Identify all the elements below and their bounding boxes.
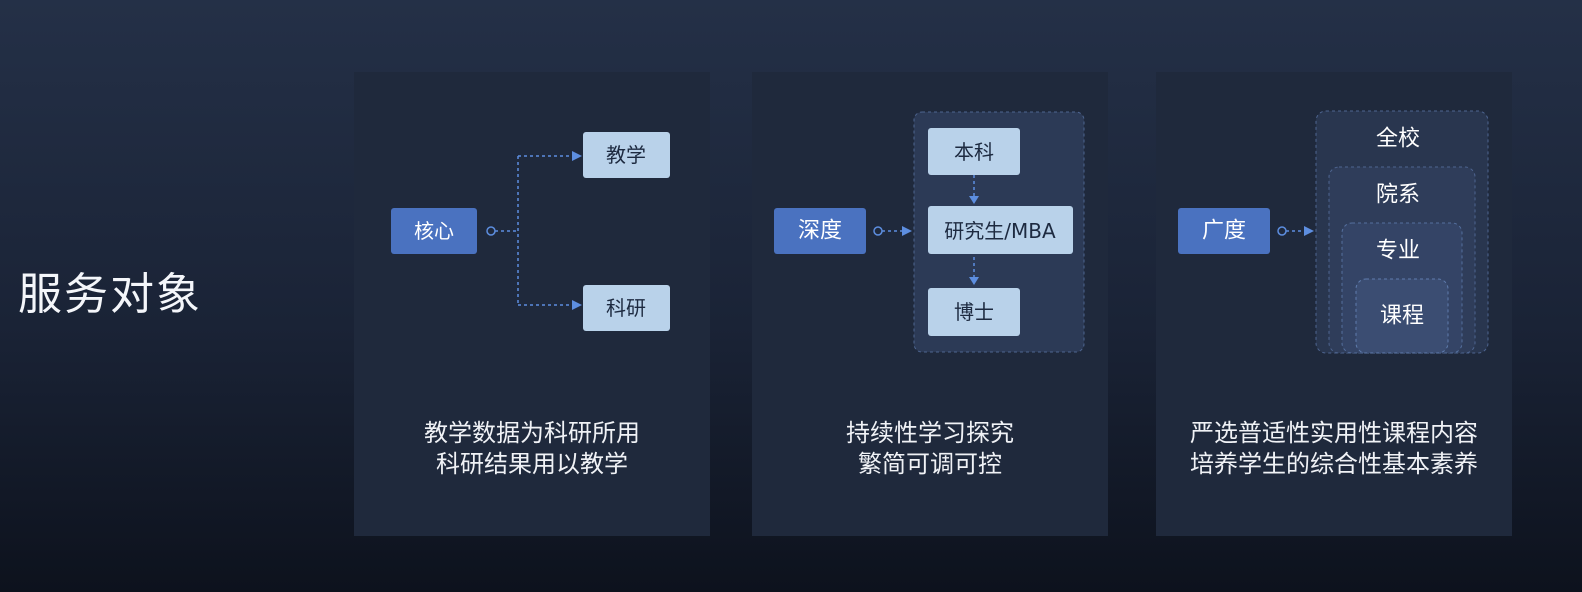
core-diagram: 核心 教学 科研	[391, 132, 670, 331]
root-node-label: 深度	[798, 219, 842, 244]
scope-label: 课程	[1380, 304, 1424, 329]
description-line: 严选普适性实用性课程内容	[1190, 419, 1478, 447]
leaf-node-research: 科研	[583, 285, 670, 331]
connector-dot-icon	[486, 226, 496, 236]
breadth-diagram: 全校 院系 专业 课程 广度	[1178, 110, 1489, 354]
connector-dot-icon	[873, 226, 883, 236]
description-line: 培养学生的综合性基本素养	[1190, 450, 1478, 478]
depth-diagram: 深度 本科 研究生/MBA 博士	[774, 111, 1085, 353]
root-node-depth: 深度	[774, 208, 866, 254]
leaf-node-label: 教学	[606, 143, 646, 167]
card-breadth: 全校 院系 专业 课程 广度 严选普适性实用性课程内容 培养学生的综合性基本素养	[1156, 72, 1512, 536]
root-node-label: 核心	[414, 219, 454, 243]
connector-dot-icon	[1277, 226, 1287, 236]
leaf-node-label: 科研	[606, 296, 646, 320]
card-description: 严选普适性实用性课程内容 培养学生的综合性基本素养	[1156, 418, 1512, 480]
card-depth: 深度 本科 研究生/MBA 博士 持续性学习探究 繁简可调可控	[752, 72, 1108, 536]
level-node-label: 博士	[954, 300, 994, 324]
level-node-label: 研究生/MBA	[944, 219, 1056, 243]
arrowhead-icon	[969, 196, 979, 204]
page-title: 服务对象	[18, 269, 202, 320]
scope-label: 全校	[1376, 127, 1420, 152]
level-node-doctorate: 博士	[928, 288, 1020, 336]
description-line: 持续性学习探究	[846, 419, 1014, 447]
leaf-node-teaching: 教学	[583, 132, 670, 178]
scope-label: 专业	[1376, 239, 1420, 264]
arrowhead-icon	[572, 151, 582, 161]
arrowhead-icon	[902, 226, 912, 236]
level-node-graduate: 研究生/MBA	[928, 206, 1073, 254]
breadth-connectors	[1277, 226, 1304, 236]
root-node-core: 核心	[391, 208, 477, 254]
level-node-undergrad: 本科	[928, 128, 1020, 175]
arrowhead-icon	[969, 277, 979, 285]
description-line: 繁简可调可控	[858, 450, 1002, 478]
level-node-label: 本科	[954, 140, 994, 164]
scope-panel-course	[1355, 278, 1449, 354]
arrowhead-icon	[1304, 226, 1314, 236]
card-description: 教学数据为科研所用 科研结果用以教学	[354, 418, 710, 480]
root-node-label: 广度	[1202, 219, 1246, 244]
root-node-breadth: 广度	[1178, 208, 1270, 254]
depth-connectors	[873, 175, 975, 277]
description-line: 科研结果用以教学	[436, 450, 628, 478]
description-line: 教学数据为科研所用	[424, 419, 640, 447]
card-description: 持续性学习探究 繁简可调可控	[752, 418, 1108, 480]
scope-label: 院系	[1376, 183, 1420, 208]
arrowhead-icon	[572, 300, 582, 310]
card-core: 核心 教学 科研 教学数据为科研所用 科研结果用以教学	[354, 72, 710, 536]
core-connectors	[486, 155, 572, 306]
